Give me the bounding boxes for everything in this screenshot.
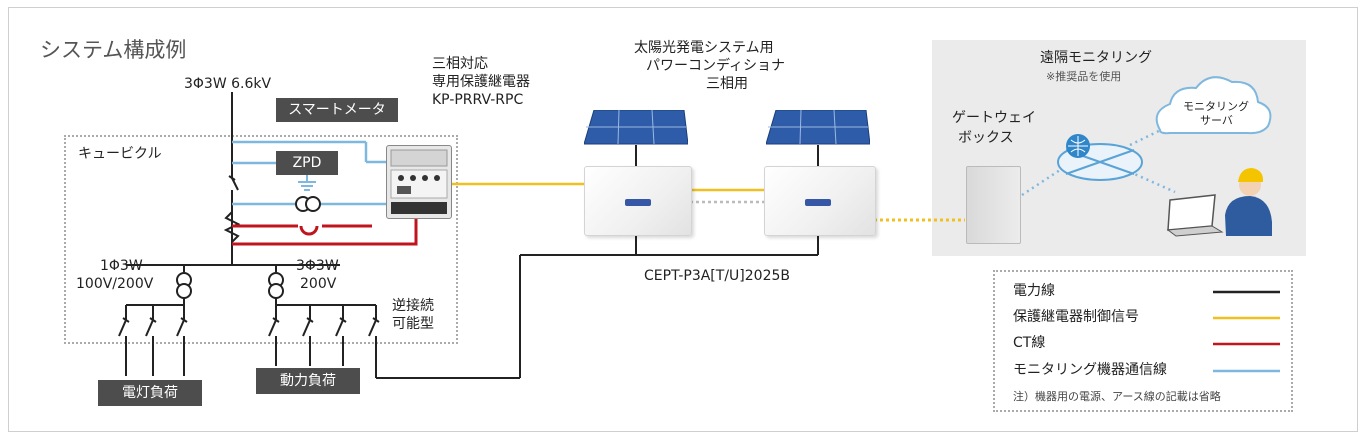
pcs-label-line2: パワーコンディショナ — [646, 58, 786, 74]
relay-label-line3: KP-PRRV-RPC — [432, 92, 524, 108]
remote-note: ※推奨品を使用 — [1046, 70, 1122, 83]
power-conditioner-2 — [764, 166, 876, 236]
legend-item-ct: CT線 — [1013, 335, 1046, 351]
globe-icon — [1057, 134, 1143, 181]
brand-badge — [625, 199, 651, 206]
gateway-label-line1: ゲートウェイ — [952, 110, 1036, 126]
transformers — [176, 272, 284, 299]
zpd-symbol — [298, 173, 316, 191]
server-label-line1: モニタリング — [1183, 100, 1249, 113]
legend-lines — [1213, 290, 1280, 373]
power-conditioner-1 — [584, 166, 692, 236]
transformer2-line2: 200V — [300, 276, 337, 292]
legend-box — [993, 270, 1293, 412]
laptop-icon — [1166, 194, 1224, 237]
gateway-box-device — [966, 166, 1021, 244]
relay-label-line2: 専用保護継電器 — [432, 74, 530, 90]
brand-badge — [805, 199, 831, 206]
zpd-label: ZPD — [276, 151, 338, 175]
pcs-label-line1: 太陽光発電システム用 — [634, 40, 774, 56]
legend-note: 注）機器用の電源、アース線の記載は省略 — [1013, 390, 1221, 403]
power-lines — [125, 92, 819, 379]
reverse-connect-line1: 逆接続 — [392, 298, 434, 314]
transformer1-line1: 1Φ3W — [100, 258, 143, 274]
server-label-line2: サーバ — [1200, 114, 1233, 127]
relay-label-line1: 三相対応 — [432, 56, 488, 72]
transformer1-line2: 100V/200V — [76, 276, 154, 292]
monitoring-comm-lines — [1021, 121, 1176, 197]
smart-meter-label: スマートメータ — [276, 98, 398, 122]
transformer2-line1: 3Φ3W — [296, 258, 339, 274]
solar-panel-1 — [583, 109, 689, 146]
reverse-connect-line2: 可能型 — [392, 316, 434, 332]
pcs-label-line3: 三相用 — [706, 76, 748, 92]
operator-icon — [1225, 168, 1272, 236]
control-line — [452, 182, 965, 222]
ct-lines — [232, 217, 418, 246]
cubicle-label: キュービクル — [78, 146, 162, 162]
grid-spec-label: 3Φ3W 6.6kV — [184, 76, 272, 92]
lighting-load-label: 電灯負荷 — [98, 380, 202, 406]
solar-panel-2 — [765, 109, 871, 146]
legend-item-control: 保護継電器制御信号 — [1013, 309, 1139, 325]
legend-item-monitor: モニタリング機器通信線 — [1013, 362, 1167, 378]
remote-title: 遠隔モニタリング — [1040, 50, 1152, 66]
gateway-label-line2: ボックス — [958, 130, 1014, 146]
legend-item-power: 電力線 — [1013, 283, 1055, 299]
breaker-switches — [118, 175, 380, 337]
page-title: システム構成例 — [40, 38, 187, 62]
protection-relay-device — [386, 145, 452, 219]
model-number: CEPT-P3A[T/U]2025B — [644, 268, 790, 284]
cubicle-boundary — [64, 135, 458, 344]
zpd-coil — [295, 196, 321, 212]
power-load-label: 動力負荷 — [256, 368, 360, 394]
cloud-icon — [1155, 76, 1272, 135]
